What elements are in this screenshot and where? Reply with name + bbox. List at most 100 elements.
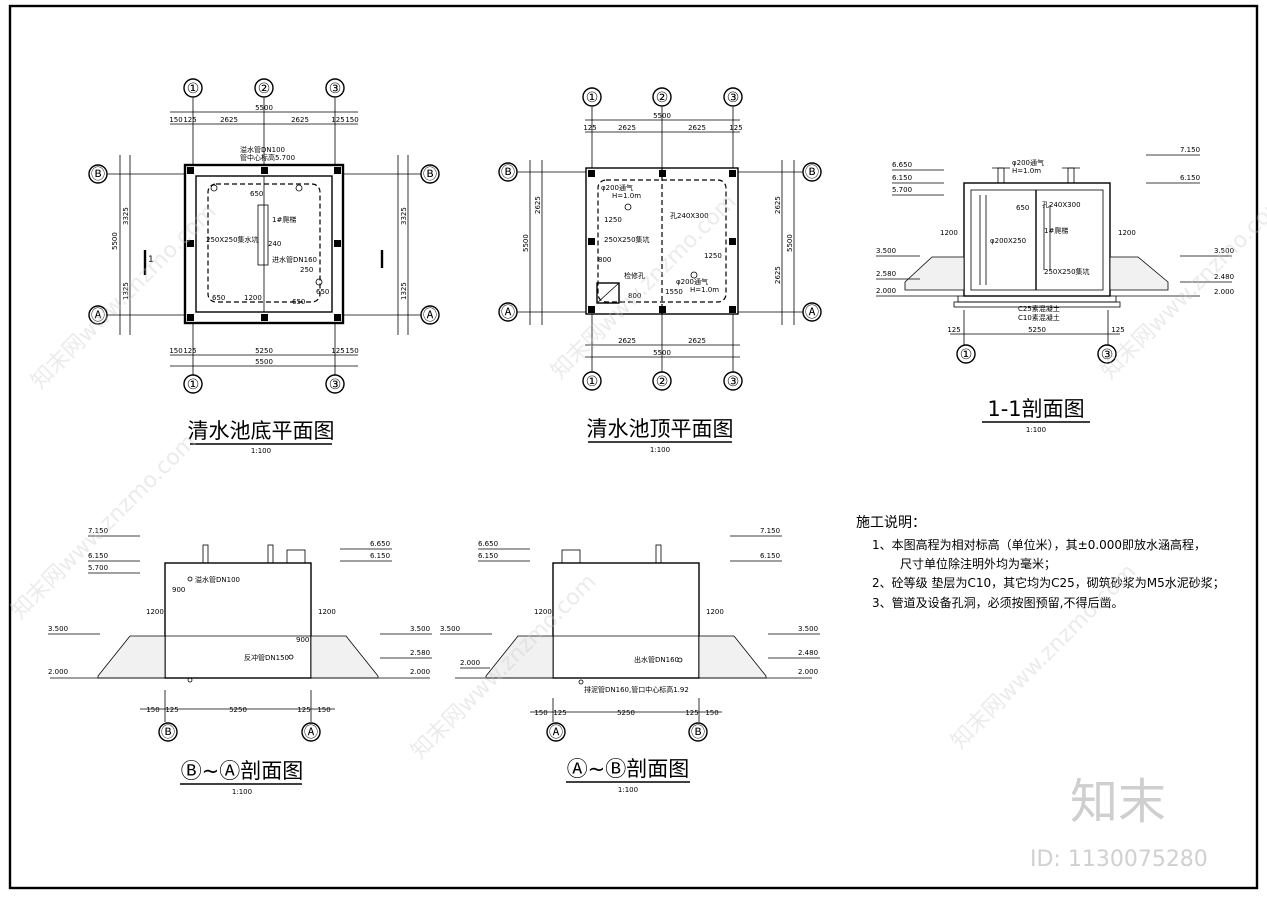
svg-text:5500: 5500 <box>653 349 671 357</box>
axis-marker: ① <box>956 344 976 364</box>
svg-text:125: 125 <box>297 706 310 714</box>
level-mark: 2.000 <box>410 668 430 676</box>
svg-text:900: 900 <box>296 636 309 644</box>
svg-text:溢水管DN100: 溢水管DN100 <box>195 575 240 584</box>
svg-text:1250: 1250 <box>604 216 622 224</box>
svg-text:Ⓑ: Ⓑ <box>91 167 105 183</box>
svg-text:1200: 1200 <box>318 608 336 616</box>
svg-text:溢水管DN100: 溢水管DN100 <box>240 145 285 154</box>
svg-text:②: ② <box>258 81 271 97</box>
svg-text:2.000: 2.000 <box>460 659 480 667</box>
level-mark: 3.500 <box>768 625 820 635</box>
svg-text:250X250集坑: 250X250集坑 <box>1044 267 1090 276</box>
svg-text:5.700: 5.700 <box>892 186 912 194</box>
svg-text:反冲管DN150: 反冲管DN150 <box>244 653 289 662</box>
svg-text:3325: 3325 <box>400 207 408 225</box>
svg-text:125: 125 <box>553 709 566 717</box>
svg-text:3.500: 3.500 <box>440 625 460 633</box>
svg-text:125: 125 <box>183 347 196 355</box>
level-mark: 6.150 <box>478 552 530 562</box>
svg-text:2.000: 2.000 <box>410 668 430 676</box>
level-mark: 2.000 <box>798 668 818 676</box>
svg-text:5500: 5500 <box>522 234 530 252</box>
svg-text:125: 125 <box>331 116 344 124</box>
axis-marker: ③ <box>325 374 345 394</box>
svg-text:1250: 1250 <box>704 252 722 260</box>
level-mark: 6.150 <box>340 552 392 562</box>
svg-text:进水管DN160: 进水管DN160 <box>272 255 317 264</box>
construction-notes: 施工说明： 1、本图高程为相对标高（单位米），其±0.000即放水涵高程， 尺寸… <box>856 515 1225 610</box>
level-mark: 3.500 <box>876 247 920 257</box>
svg-text:6.650: 6.650 <box>370 540 390 548</box>
svg-text:3.500: 3.500 <box>410 625 430 633</box>
svg-text:1325: 1325 <box>400 282 408 300</box>
svg-text:2.000: 2.000 <box>876 287 896 295</box>
axis-marker: Ⓐ <box>301 722 321 742</box>
axis-marker: ① <box>183 78 203 98</box>
axis-marker: ③ <box>1097 344 1117 364</box>
level-mark: 2.000 <box>876 287 896 295</box>
svg-text:③: ③ <box>1101 347 1114 363</box>
svg-text:H=1.0m: H=1.0m <box>612 192 641 200</box>
svg-text:H=1.0m: H=1.0m <box>690 286 719 294</box>
svg-text:240: 240 <box>268 240 281 248</box>
section-1-1-title: 1-1剖面图 <box>987 397 1084 421</box>
svg-text:φ200通气: φ200通气 <box>676 277 708 286</box>
level-mark: 2.580 <box>876 270 920 280</box>
svg-text:150: 150 <box>345 116 358 124</box>
svg-text:650: 650 <box>212 294 225 302</box>
axis-marker: ① <box>183 374 203 394</box>
level-mark: 6.650 <box>340 540 392 550</box>
section-b-a: 7.150 6.150 5.700 3.500 2.000 6.650 6.15… <box>48 527 432 796</box>
svg-text:C25素混凝土: C25素混凝土 <box>1018 304 1060 313</box>
svg-text:①: ① <box>187 377 200 393</box>
level-mark: 3.500 <box>440 625 492 635</box>
axis-marker: ② <box>652 87 672 107</box>
svg-text:5250: 5250 <box>617 709 635 717</box>
svg-text:知末网www.znzmo.com: 知末网www.znzmo.com <box>7 429 202 624</box>
level-mark: 6.650 <box>478 540 530 550</box>
level-mark: 2.480 <box>1180 273 1234 283</box>
svg-text:800: 800 <box>598 256 611 264</box>
svg-text:2.000: 2.000 <box>1214 288 1234 296</box>
level-mark: 2.580 <box>380 649 432 659</box>
svg-text:3325: 3325 <box>122 207 130 225</box>
bottom-plan-title: 清水池底平面图 <box>188 419 335 443</box>
svg-text:φ200X250: φ200X250 <box>990 237 1026 245</box>
svg-text:250X250集水坑: 250X250集水坑 <box>206 235 259 244</box>
svg-text:Ⓐ: Ⓐ <box>91 308 105 324</box>
level-mark: 5.700 <box>892 186 944 196</box>
axis-marker: Ⓐ <box>498 302 518 322</box>
svg-text:Ⓐ: Ⓐ <box>549 725 563 741</box>
svg-text:2625: 2625 <box>688 124 706 132</box>
svg-text:2.580: 2.580 <box>410 649 430 657</box>
svg-text:6.150: 6.150 <box>1180 174 1200 182</box>
image-id: ID: 1130075280 <box>1030 847 1208 872</box>
svg-text:2625: 2625 <box>618 337 636 345</box>
svg-text:孔240X300: 孔240X300 <box>670 212 709 220</box>
level-mark: 2.000 <box>1214 288 1234 296</box>
level-mark: 7.150 <box>730 527 782 537</box>
svg-text:3.500: 3.500 <box>48 625 68 633</box>
axis-marker: ③ <box>723 371 743 391</box>
svg-text:1200: 1200 <box>534 608 552 616</box>
svg-text:2625: 2625 <box>774 196 782 214</box>
svg-text:1:100: 1:100 <box>650 446 670 454</box>
svg-text:管中心标高5.700: 管中心标高5.700 <box>240 153 295 162</box>
svg-text:排泥管DN160,管口中心标高1.92: 排泥管DN160,管口中心标高1.92 <box>584 685 689 694</box>
notes-heading: 施工说明： <box>856 515 926 531</box>
svg-text:Ⓑ: Ⓑ <box>501 165 515 181</box>
axis-marker: Ⓐ <box>802 302 822 322</box>
svg-text:150: 150 <box>705 709 718 717</box>
svg-text:5500: 5500 <box>786 234 794 252</box>
svg-text:2.580: 2.580 <box>876 270 896 278</box>
svg-text:2625: 2625 <box>618 124 636 132</box>
svg-text:③: ③ <box>329 377 342 393</box>
top-plan: ① ② ③ 5500 125 2625 2625 125 <box>498 87 822 454</box>
svg-text:2625: 2625 <box>774 266 782 284</box>
svg-text:Ⓑ: Ⓑ <box>423 167 437 183</box>
svg-text:Ⓑ: Ⓑ <box>805 165 819 181</box>
svg-text:③: ③ <box>329 81 342 97</box>
svg-text:1:100: 1:100 <box>618 786 638 794</box>
svg-text:5250: 5250 <box>255 347 273 355</box>
